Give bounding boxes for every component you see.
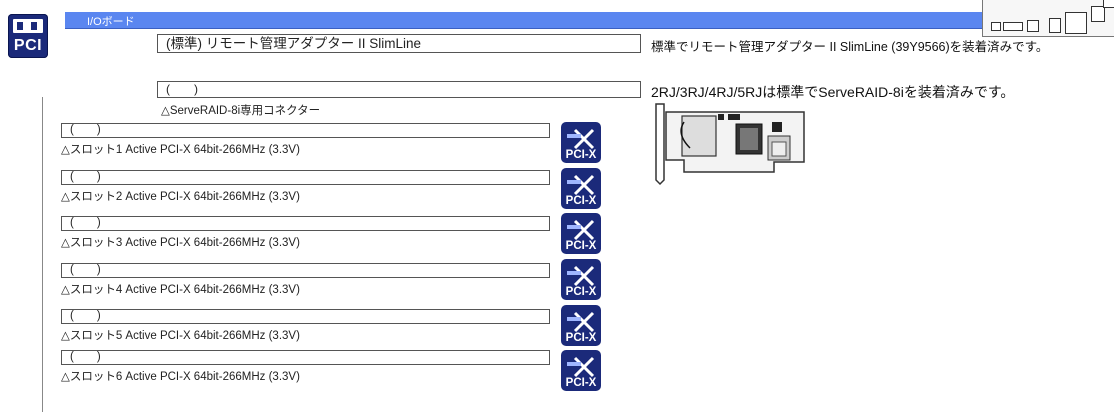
pcix-badge-icon: PCI-X — [561, 305, 601, 346]
pcix-badge-text: PCI-X — [565, 195, 597, 207]
slot-3-field[interactable]: ( ) — [61, 216, 550, 231]
pcix-badge-text: PCI-X — [565, 149, 597, 161]
pcix-badge-icon: PCI-X — [561, 350, 601, 391]
server-rear-ports-icon — [982, 0, 1114, 37]
rsa-adapter-field[interactable]: (標準) リモート管理アダプター II SlimLine — [157, 34, 641, 53]
pcix-badge-text: PCI-X — [565, 240, 597, 252]
pci-logo-text: PCI — [13, 37, 43, 54]
raid-connector-note: △ServeRAID-8i専用コネクター — [161, 105, 321, 117]
raid-card-icon — [655, 103, 805, 186]
slot-1-note: △スロット1 Active PCI-X 64bit-266MHz (3.3V) — [61, 144, 300, 156]
slot-3-note: △スロット3 Active PCI-X 64bit-266MHz (3.3V) — [61, 237, 300, 249]
pcix-badge-icon: PCI-X — [561, 259, 601, 300]
slot-4-note: △スロット4 Active PCI-X 64bit-266MHz (3.3V) — [61, 284, 300, 296]
rsa-description: 標準でリモート管理アダプター II SlimLine (39Y9566)を装着済… — [651, 40, 1049, 54]
section-title: I/Oボード — [87, 16, 135, 28]
io-board-header: I/Oボード — [65, 12, 1015, 29]
pci-logo-icon: PCI — [8, 14, 48, 58]
pcix-badge-text: PCI-X — [565, 332, 597, 344]
pcix-badge-icon: PCI-X — [561, 122, 601, 163]
pcix-badge-text: PCI-X — [565, 286, 597, 298]
slot-4-field[interactable]: ( ) — [61, 263, 550, 278]
raid-description: 2RJ/3RJ/4RJ/5RJは標準でServeRAID-8iを装着済みです。 — [651, 84, 1015, 100]
slot-guide-line — [42, 97, 43, 412]
pcix-badge-icon: PCI-X — [561, 213, 601, 254]
pcix-badge-text: PCI-X — [565, 377, 597, 389]
raid-adapter-field[interactable]: ( ) — [157, 81, 641, 98]
pcix-badge-icon: PCI-X — [561, 168, 601, 209]
slot-2-note: △スロット2 Active PCI-X 64bit-266MHz (3.3V) — [61, 191, 300, 203]
slot-6-field[interactable]: ( ) — [61, 350, 550, 365]
slot-1-field[interactable]: ( ) — [61, 123, 550, 138]
slot-5-note: △スロット5 Active PCI-X 64bit-266MHz (3.3V) — [61, 330, 300, 342]
slot-6-note: △スロット6 Active PCI-X 64bit-266MHz (3.3V) — [61, 371, 300, 383]
slot-2-field[interactable]: ( ) — [61, 170, 550, 185]
slot-5-field[interactable]: ( ) — [61, 309, 550, 324]
